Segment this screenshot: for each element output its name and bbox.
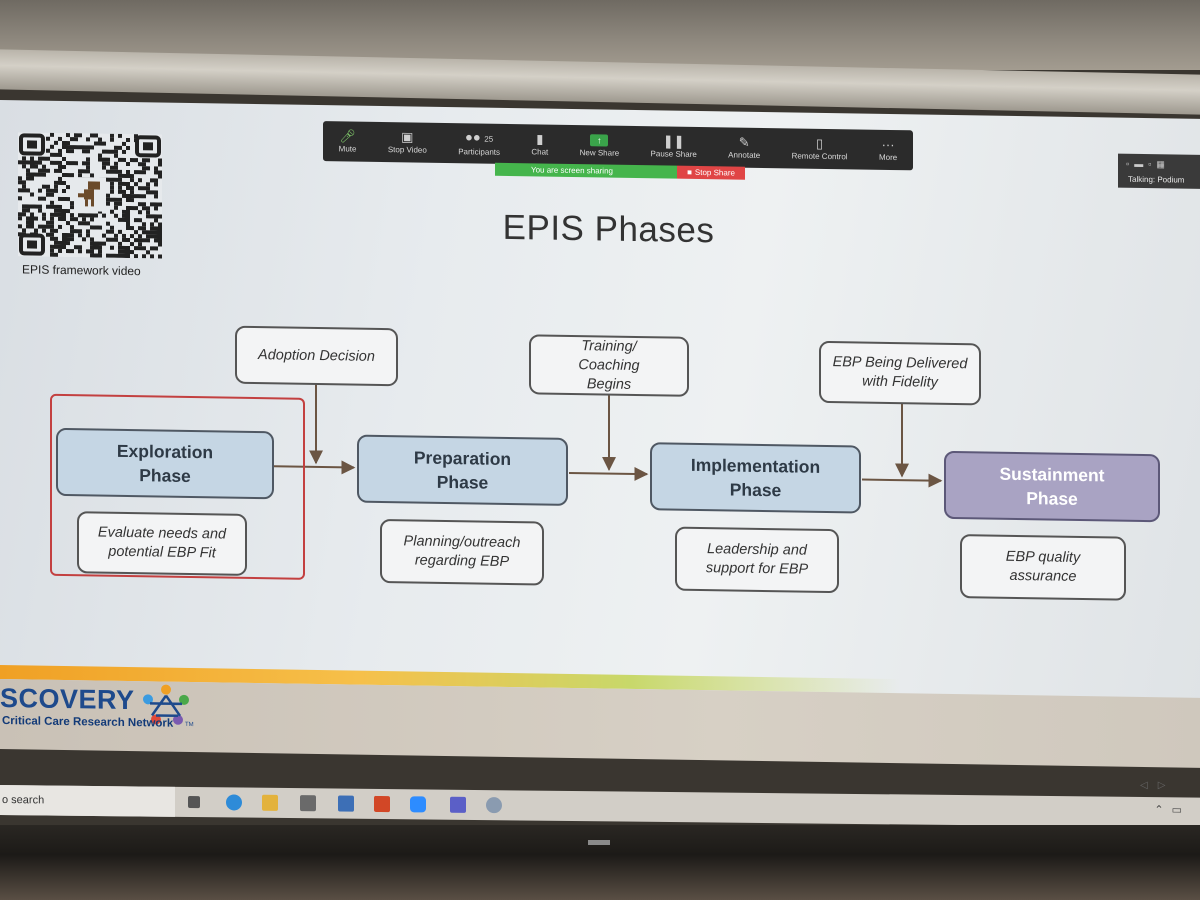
powerpoint-icon[interactable]	[374, 795, 390, 813]
slide-footer: SCOVERY TM Critical Care Research Networ…	[0, 665, 1200, 768]
implementation-phase-box: Implementation Phase	[650, 442, 861, 514]
sustainment-phase-box: Sustainment Phase	[944, 450, 1160, 523]
app-icon-2[interactable]	[486, 797, 502, 814]
trademark: TM	[185, 722, 194, 728]
system-tray[interactable]: ⌃▭	[1154, 804, 1190, 817]
arrow-preparation-to-implementation	[569, 466, 649, 481]
adoption-decision-box: Adoption Decision	[235, 325, 398, 387]
store-icon[interactable]	[300, 795, 316, 812]
projected-slide: 🎤︎ Mute ▣ Stop Video ●● 25 Participants …	[0, 100, 1200, 768]
qr-code	[18, 132, 162, 259]
slide-nav-controls[interactable]: ◁▷	[1140, 780, 1176, 791]
app-icon[interactable]	[338, 795, 354, 812]
exploration-note-box: Evaluate needs and potential EBP Fit	[77, 511, 247, 576]
preparation-note-box: Planning/outreach regarding EBP	[380, 518, 544, 586]
file-explorer-icon[interactable]	[262, 794, 278, 811]
dinosaur-icon	[78, 181, 100, 207]
room-floor	[0, 825, 1200, 900]
training-coaching-box: Training/ Coaching Begins	[529, 334, 689, 397]
exploration-phase-box: Exploration Phase	[56, 427, 274, 500]
implementation-note-box: Leadership and support for EBP	[675, 526, 839, 594]
zoom-icon[interactable]	[410, 796, 426, 813]
sustainment-note-box: EBP quality assurance	[960, 534, 1126, 601]
brand-name: SCOVERY	[0, 683, 135, 716]
windows-taskbar: o search ⌃▭	[0, 785, 1200, 828]
edge-icon[interactable]	[226, 794, 242, 811]
fidelity-box: EBP Being Delivered with Fidelity	[819, 340, 981, 406]
task-view-icon[interactable]	[188, 795, 200, 809]
teams-icon[interactable]	[450, 796, 466, 813]
network-logo-icon: TM	[143, 684, 194, 728]
preparation-phase-box: Preparation Phase	[357, 434, 568, 506]
qr-modules	[18, 132, 162, 259]
arrow-implementation-to-sustainment	[862, 473, 943, 488]
taskbar-search-box[interactable]: o search	[0, 785, 175, 817]
projector-logo	[588, 840, 610, 845]
flow-arrows	[274, 383, 943, 488]
arrow-exploration-to-preparation	[274, 460, 356, 475]
